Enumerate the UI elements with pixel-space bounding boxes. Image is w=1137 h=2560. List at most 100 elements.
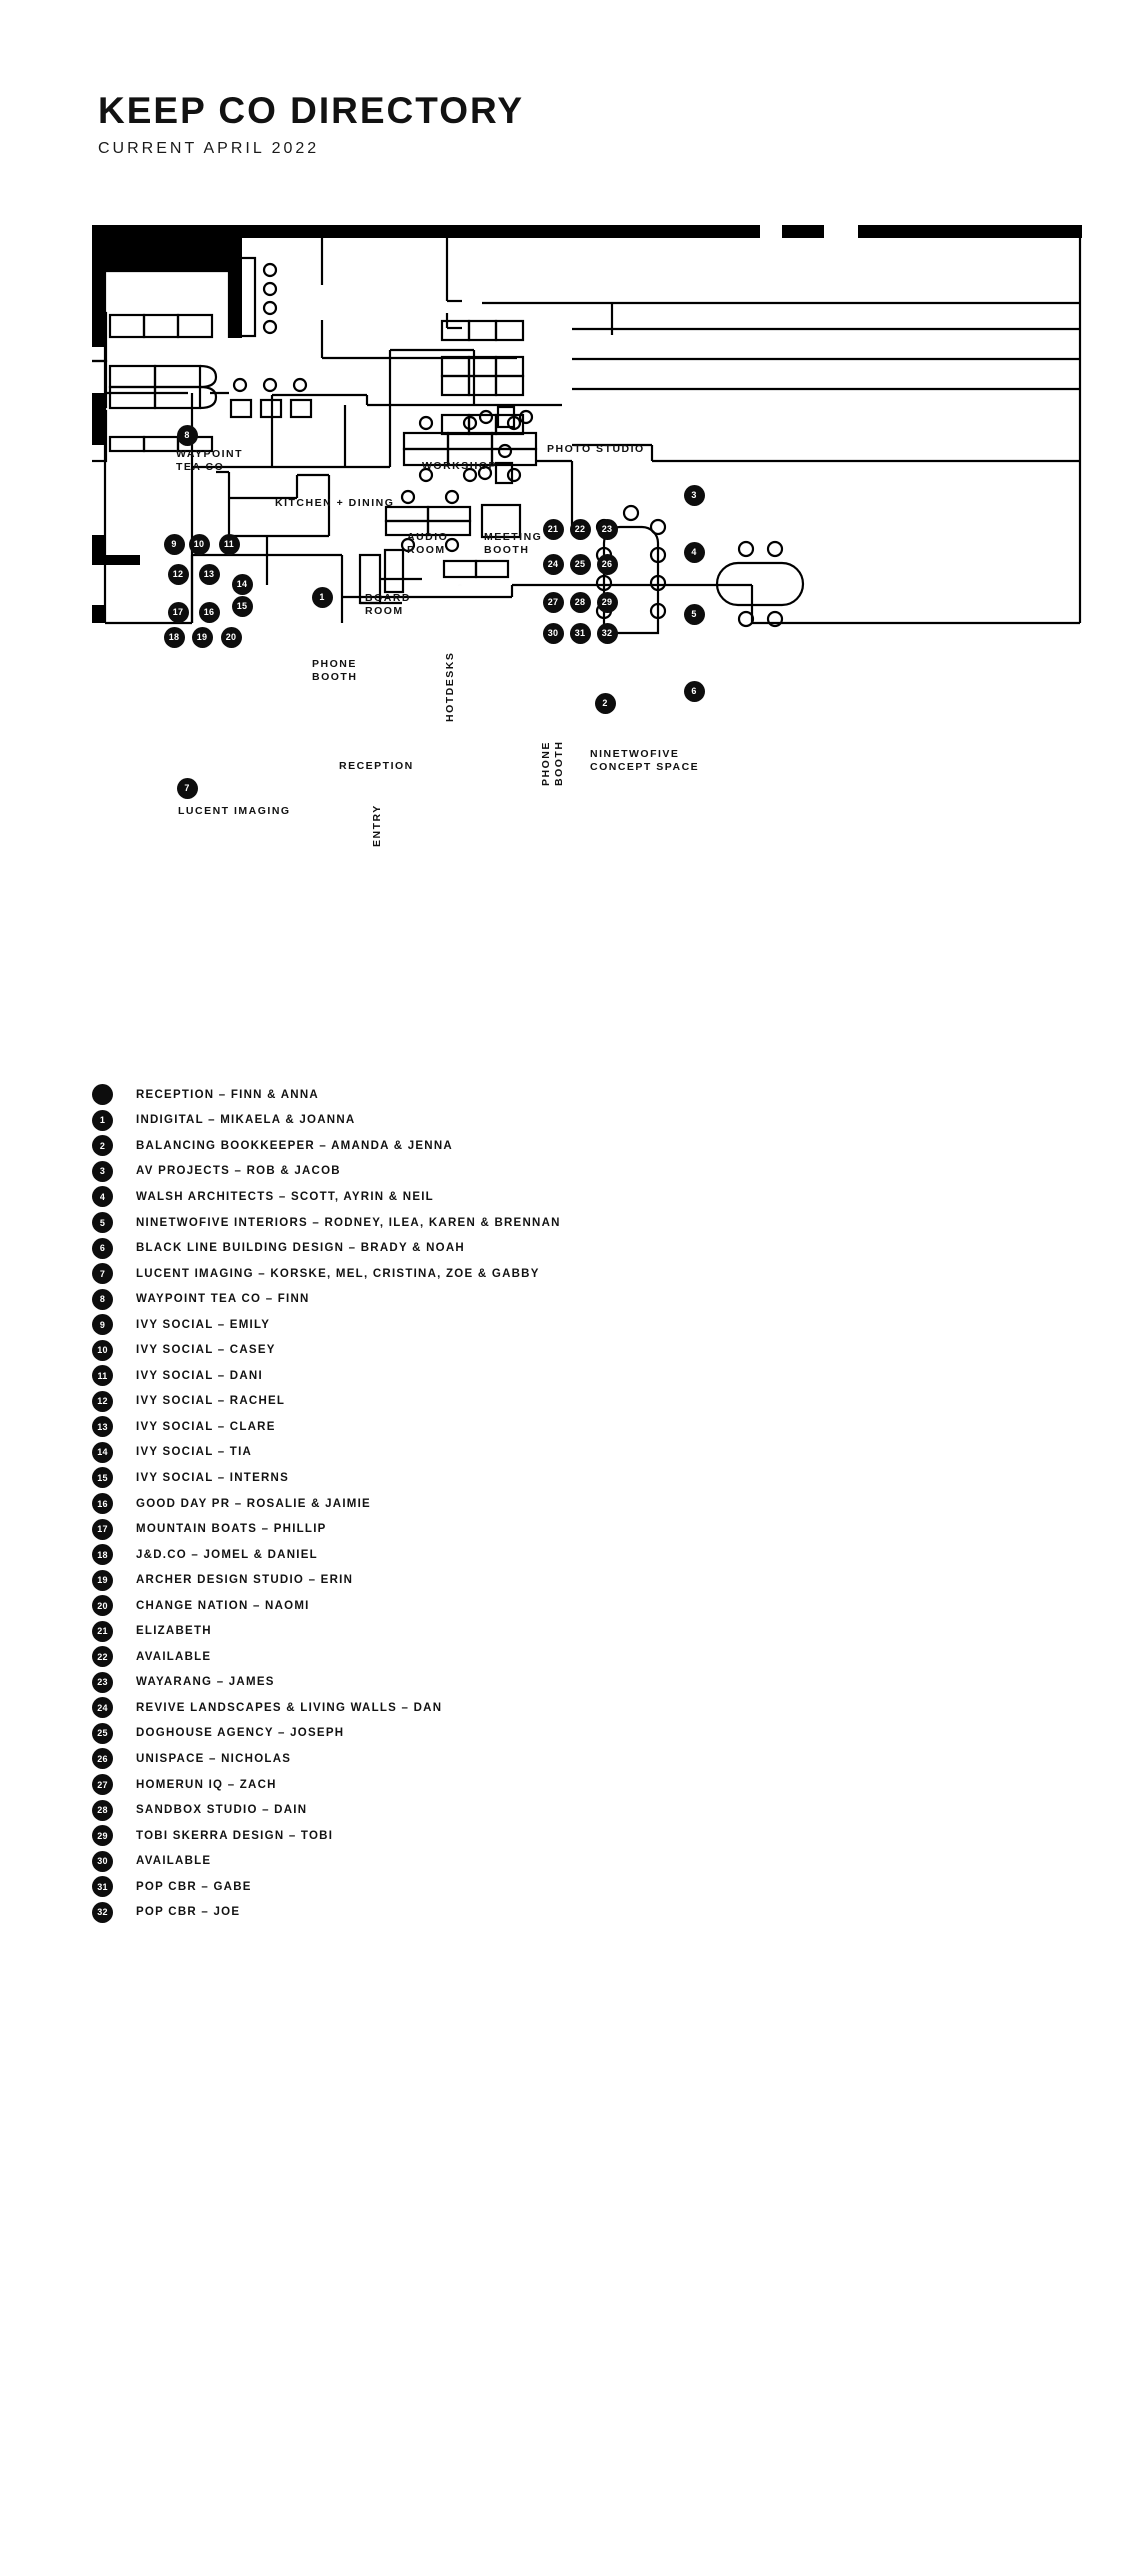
desk-grid-right xyxy=(440,319,525,436)
kitchen-stools xyxy=(262,262,278,335)
label-ninetwofive-concept-space: NINETWOFIVE CONCEPT SPACE xyxy=(590,748,700,774)
plan-marker-14[interactable]: 14 xyxy=(231,573,253,595)
legend-row[interactable]: 12 IVY SOCIAL – RACHEL xyxy=(92,1389,1052,1415)
plan-marker-19[interactable]: 19 xyxy=(191,626,213,648)
reception-desk xyxy=(265,536,422,605)
plan-marker-1[interactable]: 1 xyxy=(311,586,333,608)
label-phone-booth-center: PHONE BOOTH xyxy=(540,740,566,786)
plan-marker-8[interactable]: 8 xyxy=(176,424,198,446)
plan-marker-5[interactable]: 5 xyxy=(683,603,705,625)
legend-label: WAYARANG – JAMES xyxy=(136,1676,275,1689)
plan-marker-11[interactable]: 11 xyxy=(218,533,240,555)
plan-marker-17[interactable]: 17 xyxy=(167,601,189,623)
plan-marker-7[interactable]: 7 xyxy=(176,777,198,799)
plan-marker-32[interactable]: 32 xyxy=(596,622,618,644)
floor-plan: WAYPOINT TEA CO KITCHEN + DINING WORKSHO… xyxy=(92,225,1082,847)
legend-row[interactable]: 15 IVY SOCIAL – INTERNS xyxy=(92,1465,1052,1491)
legend-marker-26: 26 xyxy=(92,1748,113,1770)
legend-label: ARCHER DESIGN STUDIO – ERIN xyxy=(136,1574,354,1587)
legend-marker-22: 22 xyxy=(92,1646,113,1668)
entry-vestibule xyxy=(340,548,405,623)
plan-marker-30[interactable]: 30 xyxy=(542,622,564,644)
plan-marker-18[interactable]: 18 xyxy=(163,626,185,648)
hotdesk-bank-bottom xyxy=(442,559,510,587)
plan-marker-4[interactable]: 4 xyxy=(683,541,705,563)
legend-marker-15: 15 xyxy=(92,1467,113,1489)
page-title: KEEP CO DIRECTORY xyxy=(98,90,525,131)
plan-marker-31[interactable]: 31 xyxy=(569,622,591,644)
plan-marker-20[interactable]: 20 xyxy=(220,626,242,648)
plan-marker-27[interactable]: 27 xyxy=(542,591,564,613)
legend-label: BLACK LINE BUILDING DESIGN – BRADY & NOA… xyxy=(136,1242,465,1255)
legend-marker-3: 3 xyxy=(92,1160,113,1182)
legend-label: IVY SOCIAL – RACHEL xyxy=(136,1395,286,1408)
legend-label: SANDBOX STUDIO – DAIN xyxy=(136,1804,308,1817)
legend-label: POP CBR – JOE xyxy=(136,1906,241,1919)
legend-marker-12: 12 xyxy=(92,1390,113,1412)
legend-marker-17: 17 xyxy=(92,1518,113,1540)
plan-marker-23[interactable]: 23 xyxy=(596,518,618,540)
legend-row[interactable]: RECEPTION – FINN & ANNA xyxy=(92,1082,1052,1108)
plan-marker-13[interactable]: 13 xyxy=(198,563,220,585)
plan-marker-22[interactable]: 22 xyxy=(569,518,591,540)
plan-marker-29[interactable]: 29 xyxy=(596,591,618,613)
waypoint-room-walls xyxy=(103,269,231,395)
legend-label: GOOD DAY PR – ROSALIE & JAIMIE xyxy=(136,1497,371,1510)
legend-row[interactable]: 6 BLACK LINE BUILDING DESIGN – BRADY & NO… xyxy=(92,1235,1052,1261)
legend-row[interactable]: 19 ARCHER DESIGN STUDIO – ERIN xyxy=(92,1567,1052,1593)
legend-marker-18: 18 xyxy=(92,1544,113,1566)
plan-marker-12[interactable]: 12 xyxy=(167,563,189,585)
legend-marker-19: 19 xyxy=(92,1569,113,1591)
legend-marker-6: 6 xyxy=(92,1237,113,1259)
plan-marker-26[interactable]: 26 xyxy=(596,553,618,575)
plan-marker-28[interactable]: 28 xyxy=(569,591,591,613)
photo-studio-walls xyxy=(445,238,1080,335)
legend-label: AVAILABLE xyxy=(136,1855,212,1868)
plan-marker-3[interactable]: 3 xyxy=(683,484,705,506)
plan-marker-15[interactable]: 15 xyxy=(231,595,253,617)
legend-label: IVY SOCIAL – INTERNS xyxy=(136,1471,290,1484)
plan-marker-25[interactable]: 25 xyxy=(569,553,591,575)
plan-marker-9[interactable]: 9 xyxy=(163,533,185,555)
plan-marker-16[interactable]: 16 xyxy=(198,601,220,623)
plan-marker-2[interactable]: 2 xyxy=(594,692,616,714)
legend-marker-27: 27 xyxy=(92,1774,113,1796)
legend-marker-30: 30 xyxy=(92,1850,113,1872)
legend-marker-9: 9 xyxy=(92,1314,113,1336)
legend-row[interactable]: 30 AVAILABLE xyxy=(92,1848,1052,1874)
legend-marker-29: 29 xyxy=(92,1825,113,1847)
plan-marker-24[interactable]: 24 xyxy=(542,553,564,575)
plan-marker-21[interactable]: 21 xyxy=(542,518,564,540)
hotdesk-bank-lower xyxy=(384,489,522,553)
plan-marker-10[interactable]: 10 xyxy=(188,533,210,555)
plan-marker-6[interactable]: 6 xyxy=(683,680,705,702)
